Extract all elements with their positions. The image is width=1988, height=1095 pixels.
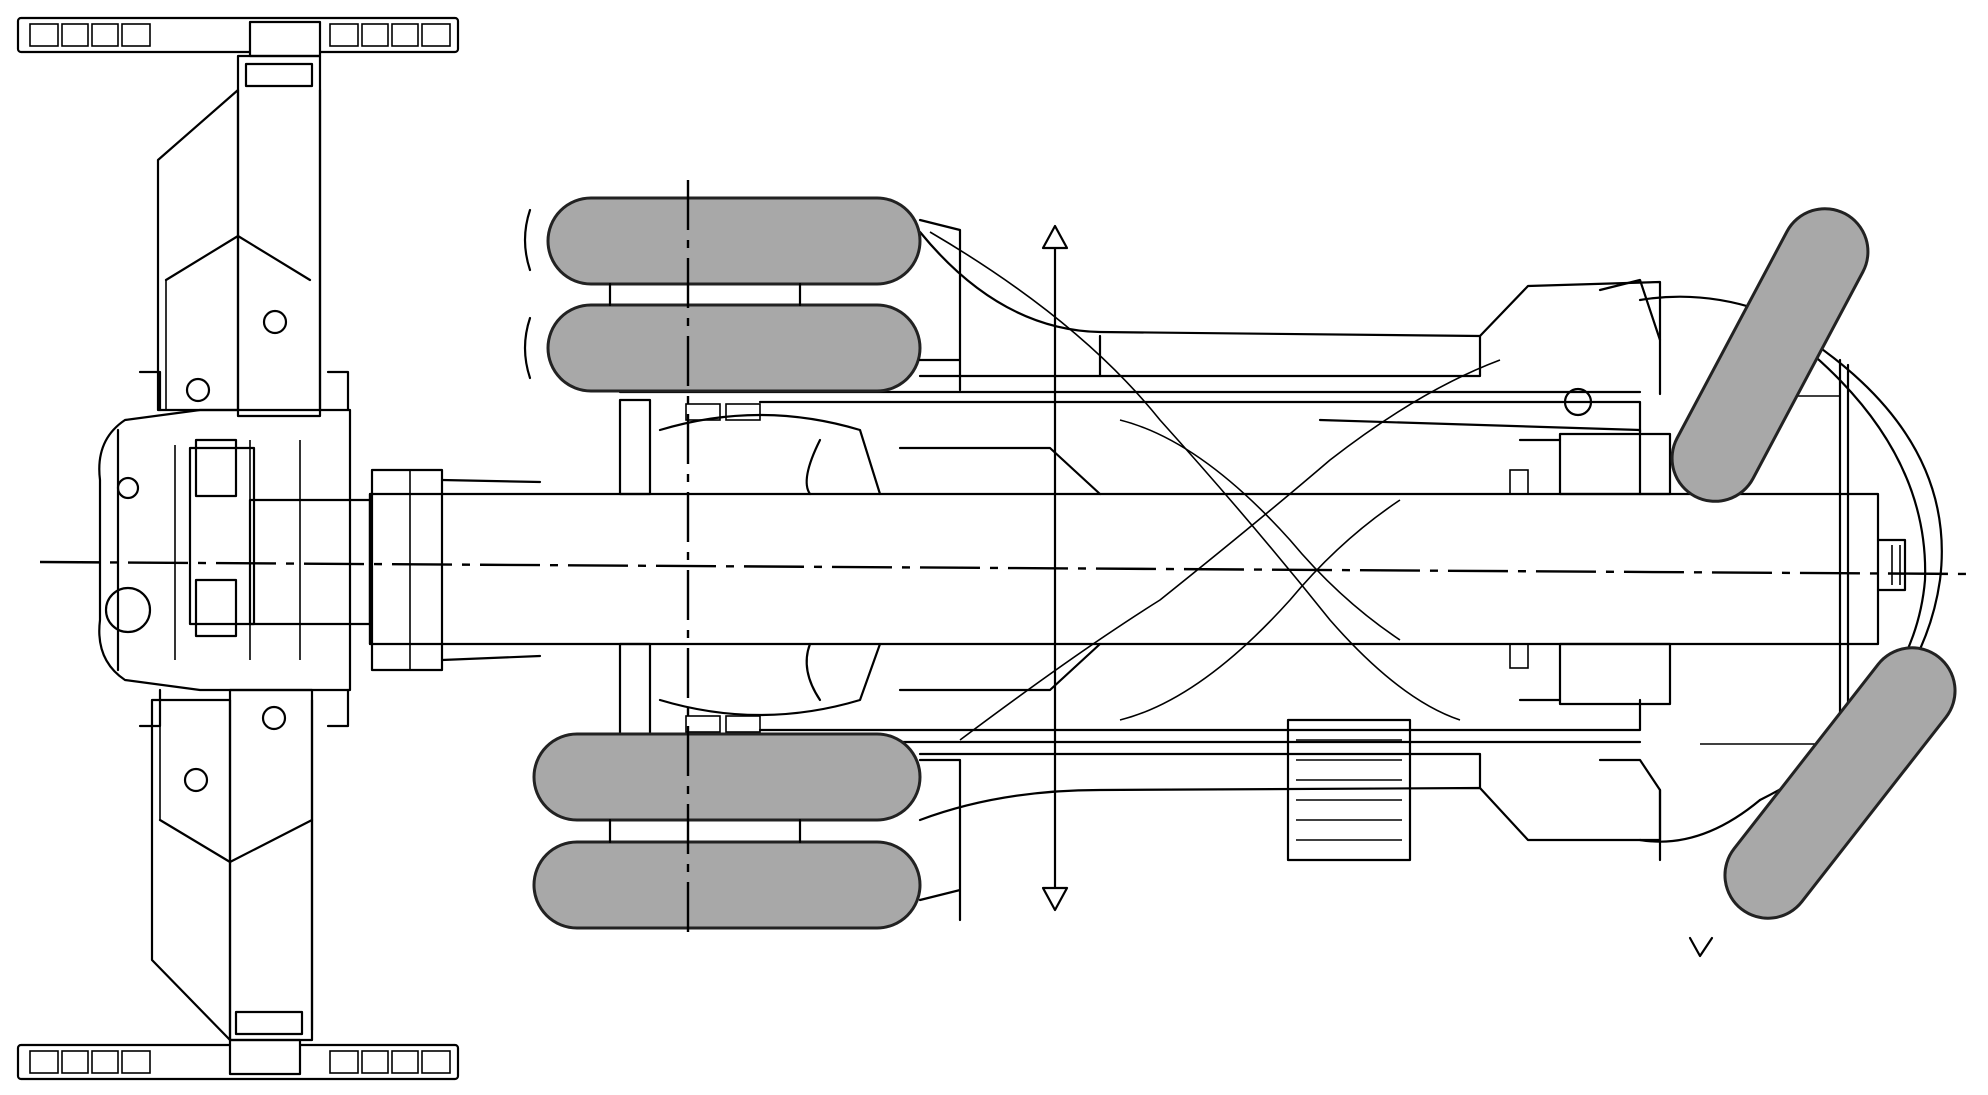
rear-steer-tire-top bbox=[1670, 207, 1870, 503]
outrigger-beam-top bbox=[156, 54, 322, 418]
outrigger-pad-bottom bbox=[16, 1038, 460, 1081]
outrigger-hub bbox=[98, 370, 372, 728]
rear-tire-marker-triangle bbox=[1688, 936, 1714, 958]
lower-radiator-box bbox=[1286, 718, 1412, 862]
right-front-tire-inner bbox=[532, 840, 922, 930]
right-front-tire-outer bbox=[532, 732, 922, 822]
rear-steer-tire-bottom bbox=[1723, 646, 1957, 920]
outrigger-beam-bottom bbox=[150, 688, 314, 1042]
left-front-tire-inner bbox=[523, 303, 922, 393]
centerline bbox=[39, 180, 1969, 940]
outrigger-pad-top bbox=[16, 16, 460, 58]
front-outrigger-assembly bbox=[16, 16, 460, 1081]
left-front-tire-outer bbox=[523, 196, 922, 286]
